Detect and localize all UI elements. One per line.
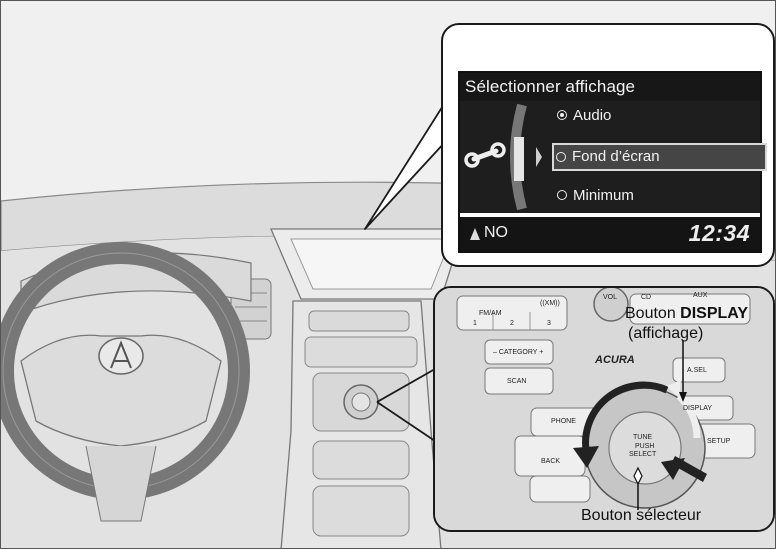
screen-status-bar: NO 12:34 [460,217,760,251]
display-callout: Sélectionner affichage Audio Fond d’écra [441,23,775,267]
radio-empty-icon [556,152,566,162]
preset-3-button[interactable]: 3 [547,320,551,327]
screen-menu: Audio Fond d’écran Minimum [460,101,767,213]
cd-button[interactable]: CD [641,294,652,301]
display-button-label: Bouton DISPLAY [625,305,749,322]
acura-logo: ACURA [595,354,635,366]
selector-knob[interactable]: SELECT [629,451,657,458]
volume-knob[interactable]: VOL [603,294,618,301]
category-button[interactable]: – CATEGORY + [493,349,544,356]
option-minimum[interactable]: Minimum [555,185,634,207]
setup-button[interactable]: SETUP [707,438,731,445]
scan-button[interactable]: SCAN [507,378,527,385]
push-label: PUSH [635,443,655,450]
display-button-name: DISPLAY [680,305,749,322]
display-button[interactable]: DISPLAY [683,405,713,412]
back-button[interactable]: BACK [541,458,561,465]
radio-selected-icon [557,110,567,120]
option-label: Audio [573,107,612,124]
phone-button[interactable]: PHONE [551,418,576,425]
option-label: Fond d’écran [572,148,660,165]
audio-panel-callout: FM/AM 1 2 3 ((XM)) VOL CD AUX – CATEGORY… [433,286,775,532]
radio-empty-icon [557,190,567,200]
xm-button[interactable]: ((XM)) [540,300,560,307]
preset-1-button[interactable]: 1 [473,320,477,327]
fm-am-button[interactable]: FM/AM [479,310,502,317]
display-button-note: (affichage) [628,325,704,342]
tune-label: TUNE [633,434,653,441]
aux-button[interactable]: AUX [693,292,708,299]
clock: 12:34 [688,220,750,246]
compass-direction: NO [484,224,508,241]
selector-button-label: Bouton sélecteur [581,507,702,524]
screen-title: Sélectionner affichage [460,73,760,101]
preset-2-button[interactable]: 2 [510,320,514,327]
option-wallpaper[interactable]: Fond d’écran [552,143,767,171]
infotainment-screen: Sélectionner affichage Audio Fond d’écra [458,71,767,253]
option-audio[interactable]: Audio [555,105,611,127]
wrench-icon [464,103,542,211]
audio-panel-drawing [435,288,773,530]
option-label: Minimum [573,187,634,204]
a-sel-button[interactable]: A.SEL [687,367,707,374]
compass-arrow-icon [470,228,480,240]
